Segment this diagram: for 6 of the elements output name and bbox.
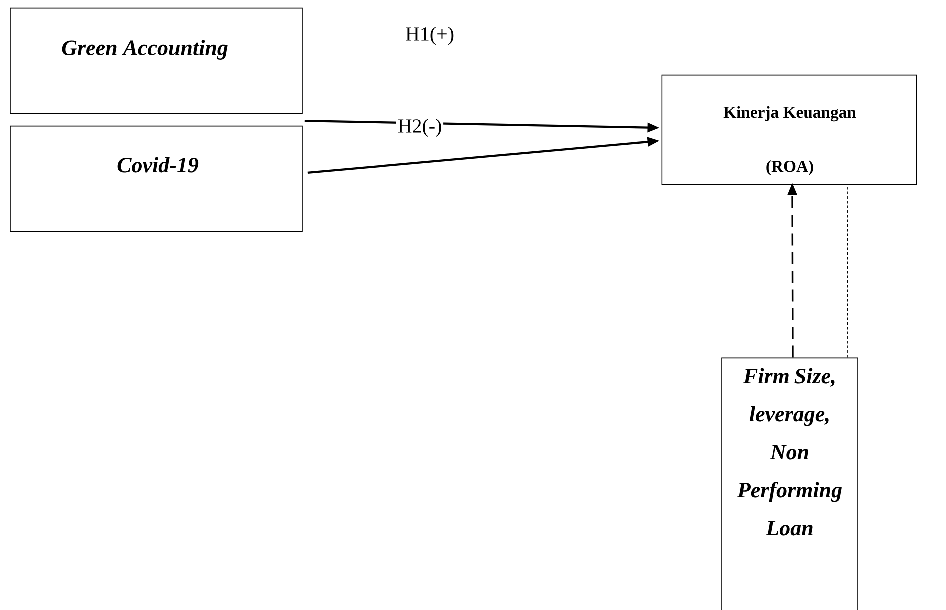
edge-label: H2(-): [396, 118, 444, 138]
variable-box: Green Accounting: [10, 8, 303, 114]
edge-label: H1(+): [404, 26, 456, 46]
variable-box: Kinerja Keuangan (ROA): [662, 74, 918, 186]
variable-box: Firm Size, leverage, Non Performing Loan: [722, 358, 858, 610]
variable-box: Covid-19: [10, 126, 303, 232]
